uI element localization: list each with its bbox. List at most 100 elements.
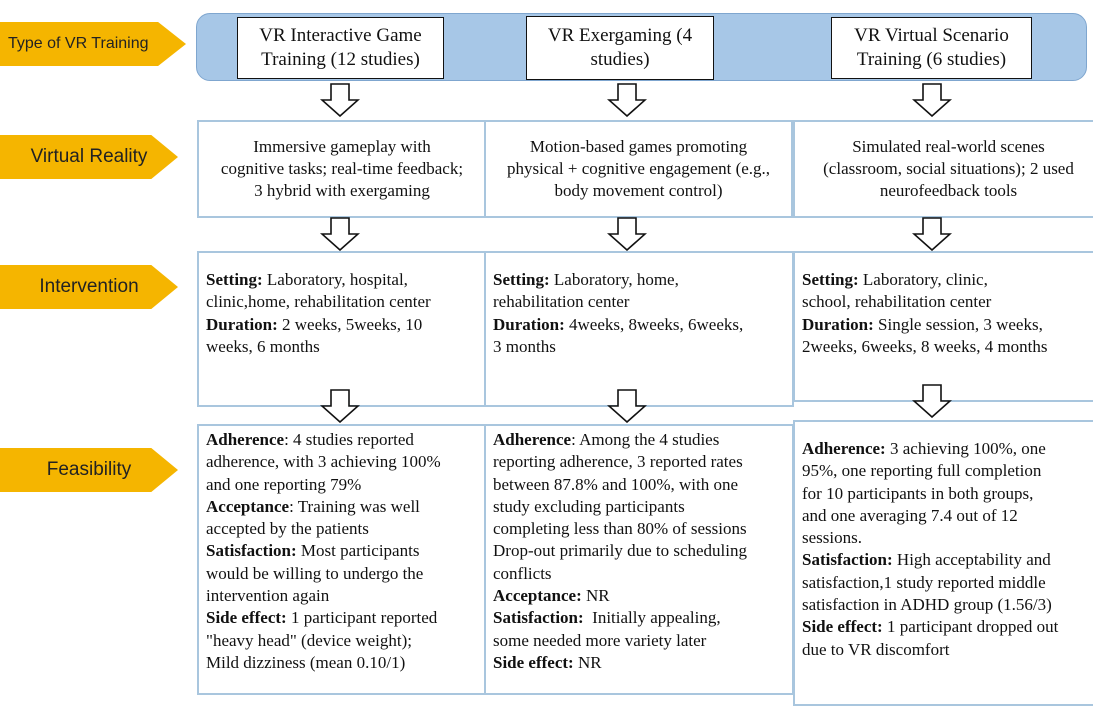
setting-text: school, rehabilitation center xyxy=(802,292,992,312)
duration-text: weeks, 6 months xyxy=(206,336,320,356)
vr-line: cognitive tasks; real-time feedback; xyxy=(220,159,464,178)
feasibility-box-interactive-game: Adherence: 4 studies reported adherence,… xyxy=(197,424,488,695)
row-label-intervention: Intervention xyxy=(0,265,178,309)
satisfaction-text: Initially appealing, xyxy=(583,608,721,628)
adherence-text: study excluding participants xyxy=(493,496,685,516)
satisfaction-text: some needed more variety later xyxy=(493,630,707,650)
down-arrow-icon xyxy=(912,217,952,251)
satisfaction-text: Most participants xyxy=(296,541,420,561)
row-label-type-of-vr-training: Type of VR Training xyxy=(0,22,186,66)
adherence-text: reporting adherence, 3 reported rates xyxy=(493,452,743,472)
duration-label: Duration: xyxy=(206,314,278,334)
duration-text: 4weeks, 8weeks, 6weeks, xyxy=(564,314,744,334)
adherence-text: and one averaging 7.4 out of 12 xyxy=(802,505,1018,525)
vr-line: neurofeedback tools xyxy=(879,181,1018,200)
setting-label: Setting: xyxy=(493,270,550,289)
acceptance-text: : Training was well xyxy=(289,496,420,516)
satisfaction-text: intervention again xyxy=(206,586,330,606)
duration-label: Duration: xyxy=(493,314,565,334)
adherence-text: for 10 participants in both groups, xyxy=(802,483,1034,503)
intervention-box-exergaming: Setting: Laboratory, home, rehabilitatio… xyxy=(484,251,794,407)
satisfaction-label: Satisfaction: xyxy=(206,541,297,561)
adherence-text: adherence, with 3 achieving 100% xyxy=(206,452,441,472)
adherence-label: Adherence xyxy=(206,430,285,449)
row-label-virtual-reality: Virtual Reality xyxy=(0,135,178,179)
vr-description-box-exergaming: Motion-based games promoting physical + c… xyxy=(484,120,793,218)
side-effect-text: NR xyxy=(573,652,602,672)
duration-text: 2 weeks, 5weeks, 10 xyxy=(277,314,423,334)
satisfaction-text: satisfaction,1 study reported middle xyxy=(802,572,1046,592)
adherence-text: 3 achieving 100%, one xyxy=(885,439,1046,458)
satisfaction-label: Satisfaction: xyxy=(802,550,893,570)
adherence-text: between 87.8% and 100%, with one xyxy=(493,474,739,494)
adherence-text: conflicts xyxy=(493,563,552,583)
side-effect-label: Side effect: xyxy=(802,617,883,637)
side-effect-text: "heavy head" (device weight); xyxy=(206,630,412,650)
side-effect-label: Side effect: xyxy=(493,652,574,672)
satisfaction-text: would be willing to undergo the xyxy=(206,563,424,583)
vr-description-box-virtual-scenario: Simulated real-world scenes (classroom, s… xyxy=(793,120,1093,218)
setting-text: clinic,home, rehabilitation center xyxy=(206,292,431,312)
setting-text: Laboratory, hospital, xyxy=(262,270,408,289)
adherence-text: Drop-out primarily due to scheduling xyxy=(493,541,748,561)
satisfaction-text: satisfaction in ADHD group (1.56/3) xyxy=(802,595,1052,615)
type-line: Training (6 studies) xyxy=(856,49,1007,70)
setting-label: Setting: xyxy=(206,270,263,289)
down-arrow-icon xyxy=(607,83,647,117)
acceptance-text: NR xyxy=(581,586,610,606)
vr-line: (classroom, social situations); 2 used xyxy=(823,159,1074,178)
feasibility-box-exergaming: Adherence: Among the 4 studies reporting… xyxy=(484,424,794,695)
adherence-label: Adherence: xyxy=(802,439,886,458)
type-line: studies) xyxy=(590,49,650,70)
vr-description-box-interactive-game: Immersive gameplay with cognitive tasks; … xyxy=(197,120,487,218)
acceptance-label: Acceptance: xyxy=(493,586,582,606)
adherence-text: completing less than 80% of sessions xyxy=(493,519,747,539)
duration-text: 3 months xyxy=(493,336,556,356)
duration-label: Duration: xyxy=(802,314,874,334)
side-effect-label: Side effect: xyxy=(206,608,287,628)
adherence-text: and one reporting 79% xyxy=(206,474,362,494)
row-label-text: Intervention xyxy=(39,276,139,297)
acceptance-label: Acceptance xyxy=(206,496,290,516)
intervention-box-virtual-scenario: Setting: Laboratory, clinic, school, reh… xyxy=(793,251,1093,402)
row-label-text: Feasibility xyxy=(46,459,132,480)
setting-label: Setting: xyxy=(802,270,859,289)
down-arrow-icon xyxy=(607,389,647,423)
intervention-box-interactive-game: Setting: Laboratory, hospital, clinic,ho… xyxy=(197,251,488,407)
adherence-text: : 4 studies reported xyxy=(284,430,414,449)
row-label-feasibility: Feasibility xyxy=(0,448,178,492)
vr-line: 3 hybrid with exergaming xyxy=(254,181,430,200)
down-arrow-icon xyxy=(607,217,647,251)
side-effect-text: 1 participant dropped out xyxy=(882,617,1059,637)
row-label-text: Type of VR Training xyxy=(8,35,149,52)
vr-line: body movement control) xyxy=(554,181,723,200)
down-arrow-icon xyxy=(912,83,952,117)
type-line: VR Virtual Scenario xyxy=(854,25,1009,46)
setting-text: rehabilitation center xyxy=(493,292,630,312)
type-line: Training (12 studies) xyxy=(261,49,420,70)
vr-line: Immersive gameplay with xyxy=(253,137,431,156)
type-line: VR Interactive Game xyxy=(259,25,422,46)
side-effect-text: Mild dizziness (mean 0.10/1) xyxy=(206,652,406,672)
type-line: VR Exergaming (4 xyxy=(547,25,693,46)
setting-text: Laboratory, home, xyxy=(549,270,679,289)
row-label-text: Virtual Reality xyxy=(30,146,148,167)
down-arrow-icon xyxy=(912,384,952,418)
acceptance-text: accepted by the patients xyxy=(206,519,369,539)
adherence-text: : Among the 4 studies xyxy=(571,430,720,449)
setting-text: Laboratory, clinic, xyxy=(858,270,988,289)
vr-line: Motion-based games promoting xyxy=(529,137,748,156)
adherence-label: Adherence xyxy=(493,430,572,449)
duration-text: 2weeks, 6weeks, 8 weeks, 4 months xyxy=(802,336,1048,356)
down-arrow-icon xyxy=(320,389,360,423)
vr-line: Simulated real-world scenes xyxy=(852,137,1045,156)
down-arrow-icon xyxy=(320,217,360,251)
satisfaction-text: High acceptability and xyxy=(892,550,1051,570)
vr-line: physical + cognitive engagement (e.g., xyxy=(506,159,771,178)
adherence-text: sessions. xyxy=(802,528,862,548)
side-effect-text: 1 participant reported xyxy=(286,608,438,628)
type-box-exergaming: VR Exergaming (4 studies) xyxy=(526,16,714,80)
adherence-text: 95%, one reporting full completion xyxy=(802,461,1042,481)
